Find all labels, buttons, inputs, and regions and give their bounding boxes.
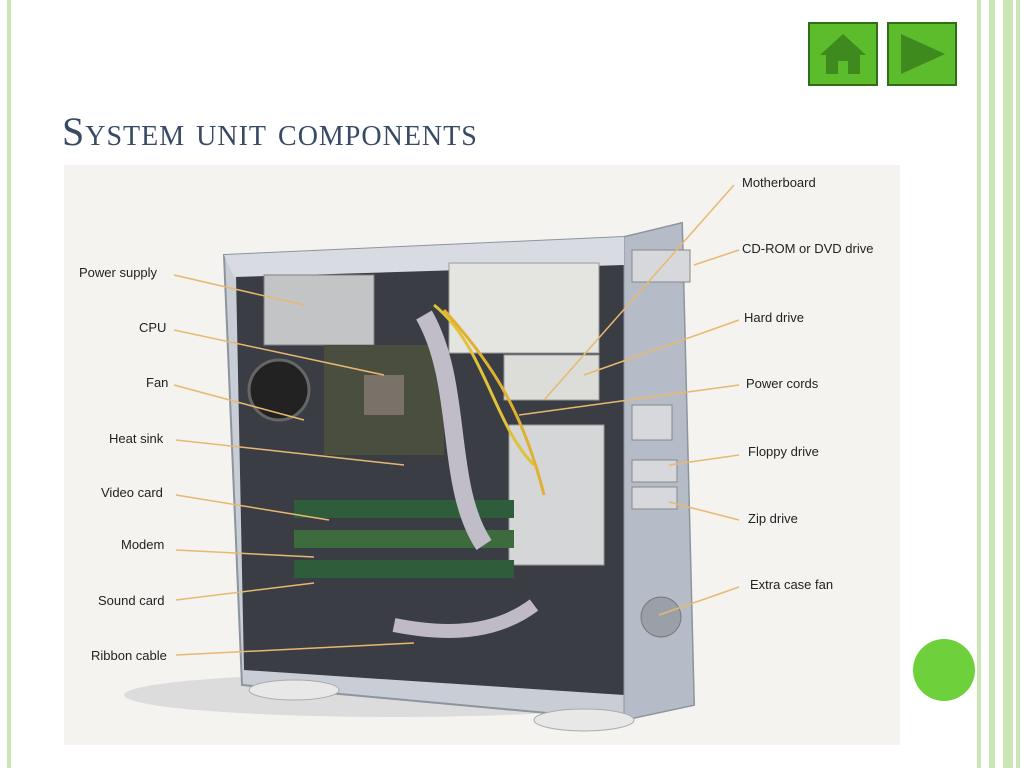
label-motherboard: Motherboard [742, 175, 816, 190]
next-slide-button[interactable] [887, 22, 957, 86]
frame-line-right [977, 0, 981, 768]
label-fan: Fan [146, 375, 169, 390]
label-floppy-drive: Floppy drive [748, 444, 819, 459]
computer-case-illustration [124, 184, 740, 732]
label-extra-case-fan: Extra case fan [750, 577, 834, 592]
label-cd-rom-dvd-drive: CD-ROM or DVD drive [742, 241, 874, 256]
system-unit-diagram: Power supply CPU Fan Heat sink Video car… [64, 165, 900, 745]
label-ribbon-cable: Ribbon cable [91, 648, 167, 663]
slide-title: System unit components [62, 109, 478, 154]
frame-line-right [1003, 0, 1013, 768]
label-sound-card: Sound card [98, 593, 165, 608]
decorative-circle [913, 639, 975, 701]
label-power-supply: Power supply [79, 265, 158, 280]
label-power-cords: Power cords [746, 376, 819, 391]
home-icon [820, 34, 866, 74]
label-cpu: CPU [139, 320, 167, 335]
play-arrow-icon [901, 34, 945, 74]
label-heat-sink: Heat sink [109, 431, 164, 446]
label-zip-drive: Zip drive [748, 511, 798, 526]
frame-line-right [989, 0, 995, 768]
label-modem: Modem [121, 537, 165, 552]
home-button[interactable] [808, 22, 878, 86]
label-video-card: Video card [101, 485, 163, 500]
frame-line-right [1016, 0, 1020, 768]
frame-line-left [7, 0, 11, 768]
label-hard-drive: Hard drive [744, 310, 804, 325]
